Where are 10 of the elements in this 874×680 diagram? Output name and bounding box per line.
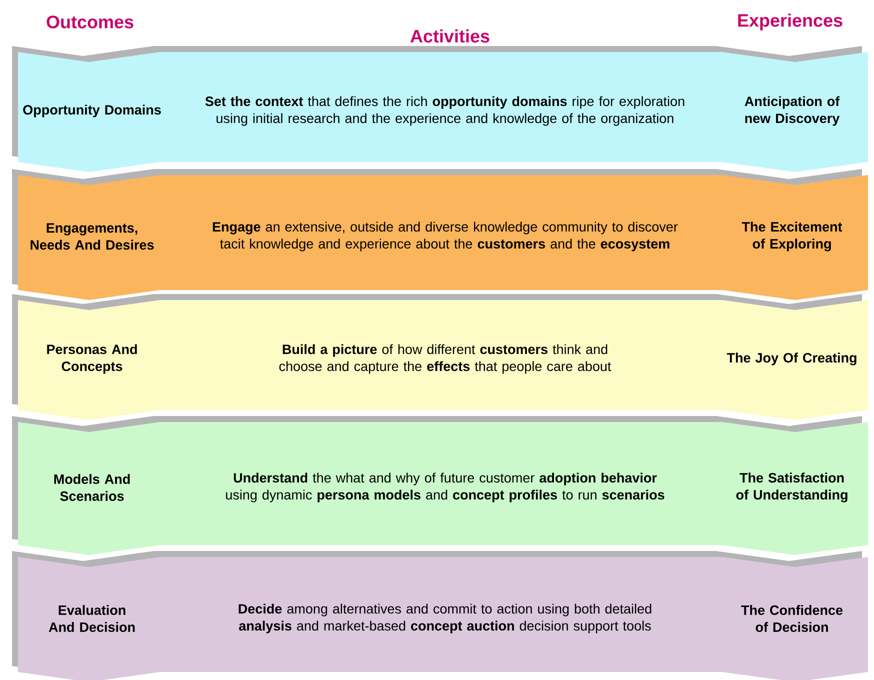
node-label: Understand the what and why of future customer adoption behavior using dynamic persona models and concept profiles to run scenarios (226, 472, 664, 502)
node-label: The Satisfaction of Understanding (736, 472, 848, 502)
band: Engagements, Needs And Desires Engage an extensive, outside and diverse knowledge community to discover tacit knowledge and experience about the customers and the ecosystem The Excitement of Exploring (12, 169, 868, 300)
band: Models And Scenarios Understand the what and why of future customer adoption behavior using dynamic persona models and concept profiles to run scenarios The Satisfaction of Understanding (12, 416, 868, 555)
band: Opportunity Domains Set the context that defines the rich opportunity domains ripe for exploration using initial research and the experience and knowledge of the organization Anticipation of new Discovery (12, 46, 868, 172)
band: Personas And Concepts Build a picture of how different customers think and choose and capture the effects that people care about The Joy Of Creating (12, 294, 868, 420)
column-heading: Experiences (738, 14, 842, 30)
column-heading: Outcomes (46, 16, 134, 28)
band: Evaluation And Decision Decide among alternatives and commit to action using both detailed analysis and market-based concept auction decision support tools The Confidence of Decision (12, 551, 868, 680)
node-label: Models And Scenarios (54, 474, 130, 501)
